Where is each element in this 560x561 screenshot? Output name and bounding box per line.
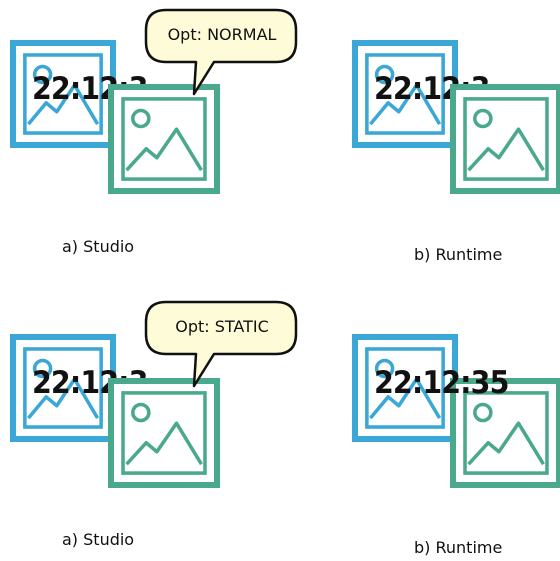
callout-bubble <box>144 8 298 96</box>
runtime-panel-static: 22:12:35 b) Runtime <box>300 290 560 561</box>
option-callout: Opt: STATIC <box>144 300 300 390</box>
image-icon <box>365 347 445 429</box>
runtime-caption: b) Runtime <box>414 538 503 557</box>
front-image-frame <box>108 84 220 194</box>
back-image-frame <box>10 40 116 148</box>
clock-clip: 22:12:35 <box>372 364 532 404</box>
studio-caption: a) Studio <box>62 530 135 549</box>
clock-text: 22:12:35 <box>374 365 509 401</box>
callout-text: Opt: NORMAL <box>167 25 277 44</box>
studio-panel-normal: 22:12:35 Opt: NORMAL a) Studio <box>0 0 300 270</box>
back-image-frame <box>352 334 458 442</box>
image-icon <box>463 97 549 181</box>
image-icon <box>463 391 549 475</box>
front-image-frame <box>450 378 560 488</box>
runtime-panel-normal: 22:12:35 b) Runtime <box>300 0 560 270</box>
front-image-frame <box>108 378 220 488</box>
runtime-caption: b) Runtime <box>414 245 503 264</box>
option-callout: Opt: NORMAL <box>144 8 300 98</box>
callout-bubble <box>144 300 298 388</box>
studio-caption: a) Studio <box>62 237 135 256</box>
image-icon <box>23 347 103 429</box>
image-icon <box>121 391 207 475</box>
image-icon <box>23 53 103 135</box>
studio-panel-static: 22:12:35 Opt: STATIC a) Studio <box>0 290 300 561</box>
callout-text: Opt: STATIC <box>175 317 269 336</box>
front-image-frame <box>450 84 560 194</box>
image-icon <box>121 97 207 181</box>
back-image-frame <box>352 40 458 148</box>
image-icon <box>365 53 445 135</box>
back-image-frame <box>10 334 116 442</box>
